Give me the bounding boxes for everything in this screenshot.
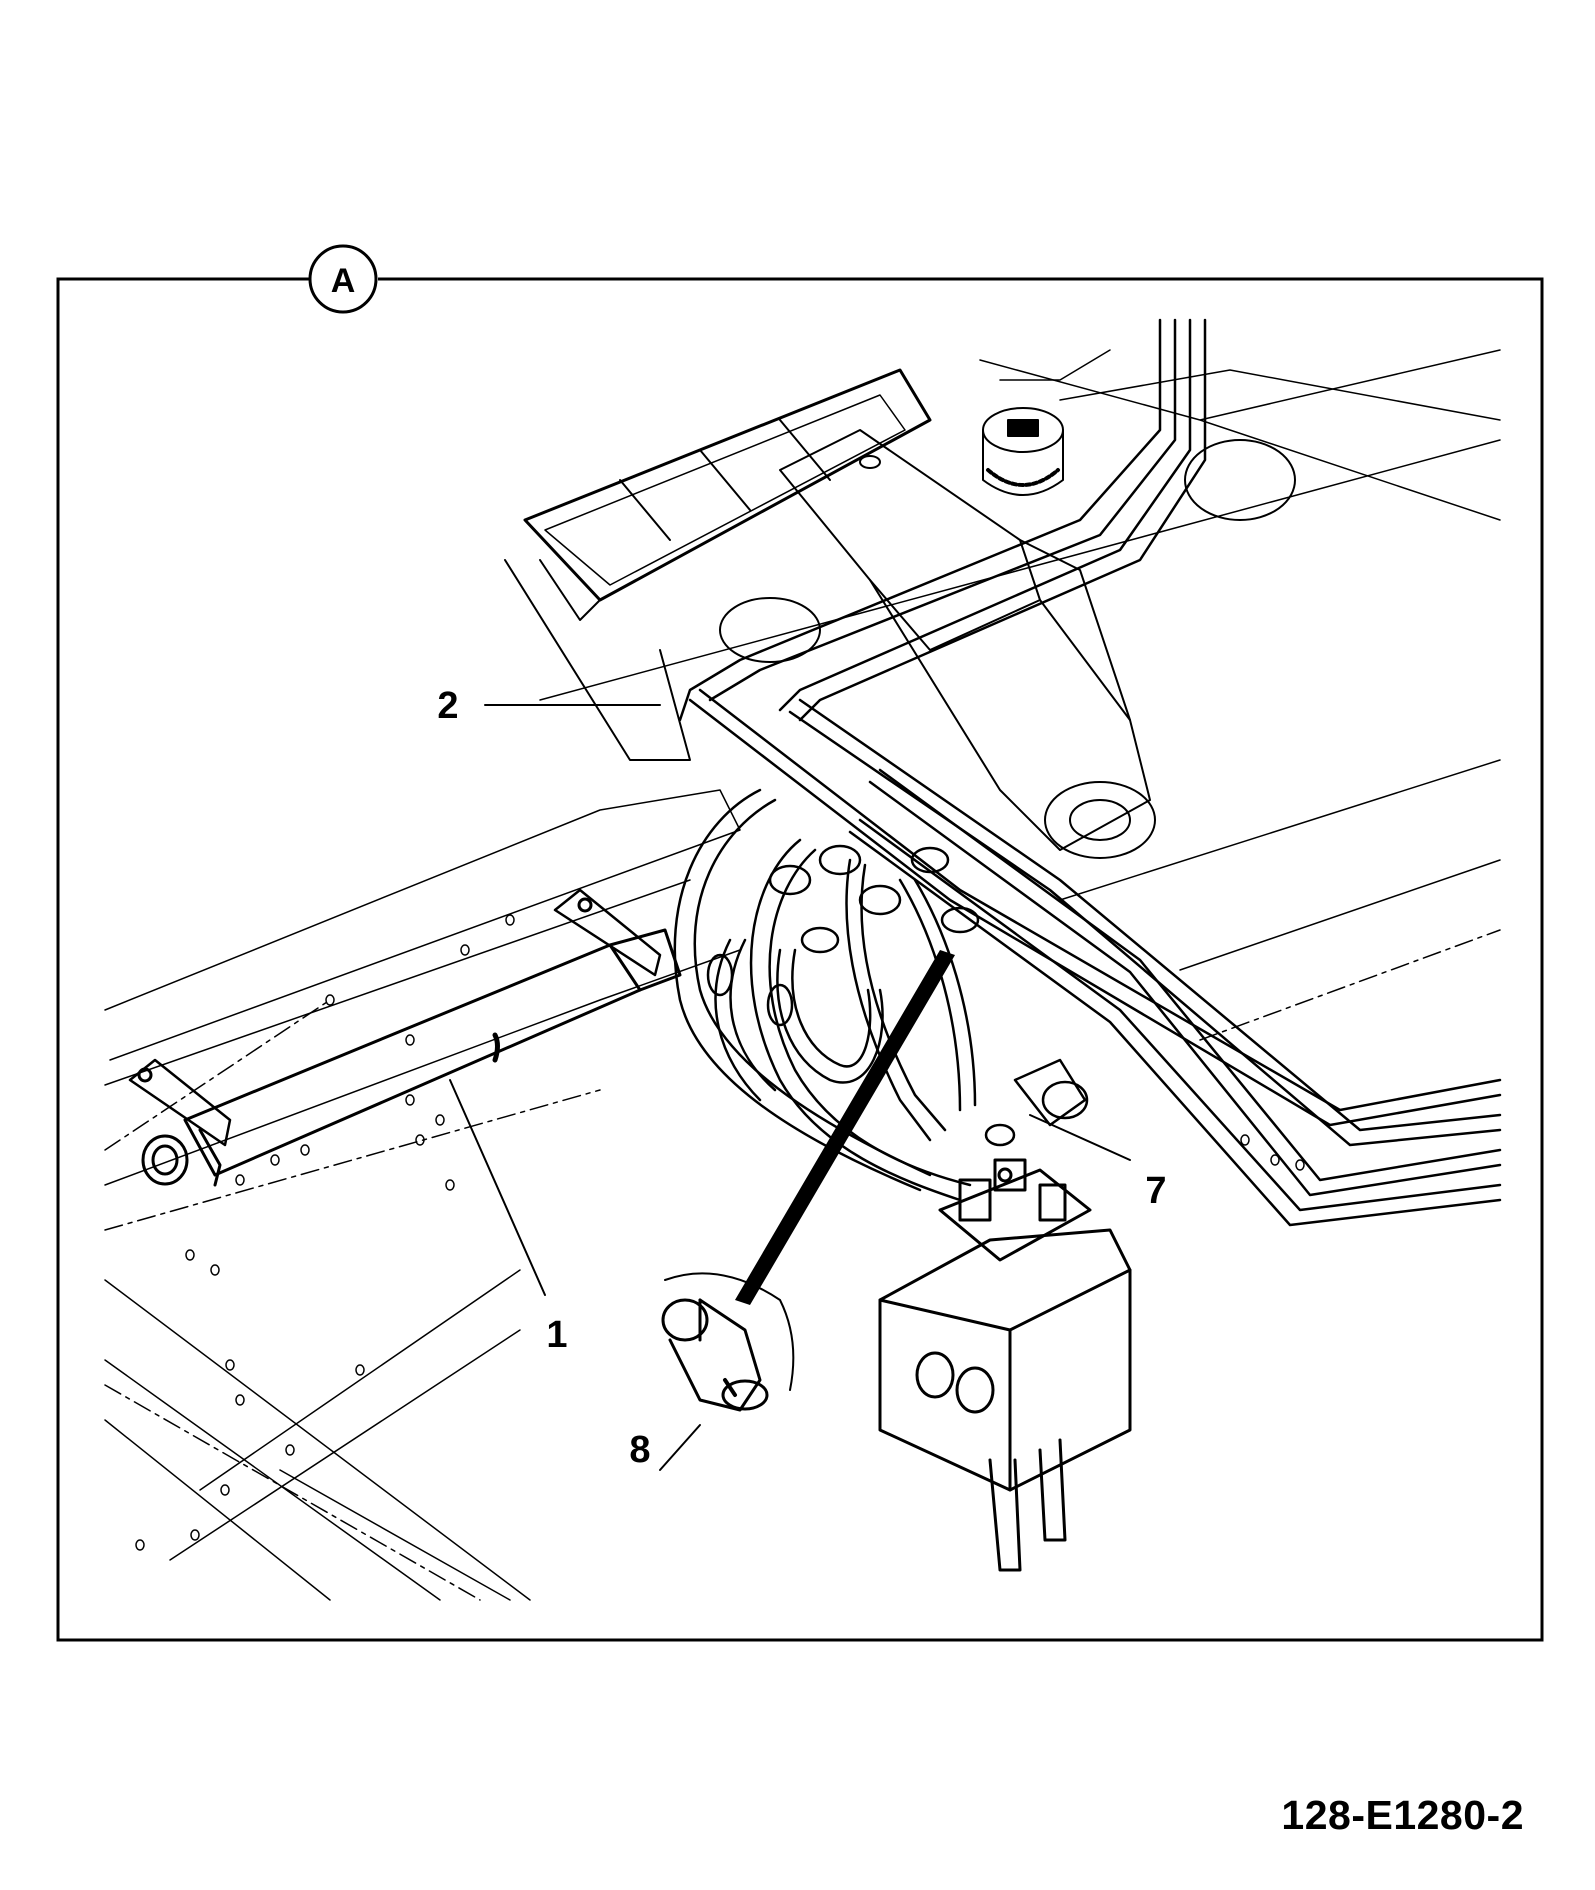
rigid-pipes-right [688,688,1502,1227]
frame-holes [135,914,1305,1551]
callout-1: 1 [546,1314,567,1356]
cylinder [128,888,682,1187]
callout-7: 7 [1145,1170,1166,1212]
step-chain [504,368,932,761]
callout-2: 2 [437,685,458,727]
leader-lines [449,704,1131,1471]
chassis-frame [104,349,1501,1601]
callout-8: 8 [629,1429,650,1471]
drawing-lines [104,318,1502,1601]
elbow-adapter [661,1272,795,1412]
control-valve [878,1158,1132,1572]
upper-pipes [678,318,1207,722]
filler-cap [982,407,1064,496]
view-letter: A [331,262,356,300]
hoses [673,788,980,1202]
tank-mount [719,429,1296,859]
callouts: 2 1 7 8 [437,685,1166,1471]
figure-code: 128-E1280-2 [1281,1792,1524,1838]
view-marker-circle [308,244,378,314]
detail-frame: A [56,244,1544,1642]
fitting-7 [984,1058,1089,1147]
